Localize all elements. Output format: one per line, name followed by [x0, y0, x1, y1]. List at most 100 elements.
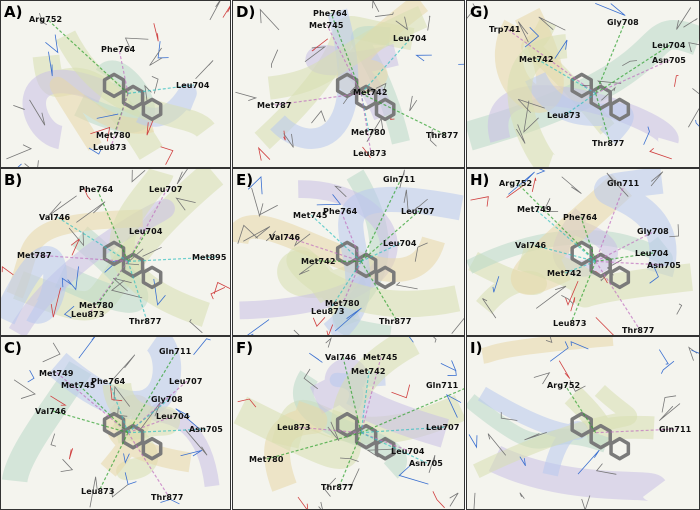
residue-label: Gln711 — [607, 179, 640, 188]
residue-stick — [157, 41, 169, 59]
residue-label: Leu707 — [149, 185, 183, 194]
residue-stick — [558, 360, 571, 379]
protein-ribbon — [239, 180, 398, 320]
interaction-line — [361, 91, 372, 94]
residue-stick — [561, 176, 582, 194]
residue-stick — [661, 395, 677, 413]
residue-label: Leu704 — [652, 41, 686, 50]
residue-label: Arg752 — [547, 381, 581, 390]
residue-stick — [318, 501, 323, 509]
interaction-line — [127, 432, 170, 498]
residue-label: Gly708 — [151, 395, 183, 404]
ligand-ring — [589, 252, 612, 279]
residue-stick — [297, 496, 309, 509]
residue-stick — [649, 147, 672, 160]
residue-stick — [340, 457, 359, 462]
ligand-ring — [121, 423, 145, 450]
residue-stick — [688, 108, 699, 128]
residue-label: Phe764 — [313, 9, 348, 18]
residue-stick — [39, 12, 47, 26]
residue-stick — [184, 429, 208, 456]
interaction-line — [96, 188, 129, 262]
residue-stick — [48, 195, 77, 217]
residue-label: Asn705 — [647, 261, 681, 270]
residue-stick — [88, 147, 102, 155]
residue-label: Thr877 — [321, 483, 354, 492]
residue-label: Leu704 — [129, 227, 163, 236]
panel-label: D) — [236, 3, 256, 21]
residue-label: Met745 — [293, 211, 328, 220]
residue-stick — [523, 100, 539, 134]
residue-stick — [258, 205, 278, 216]
ligand-ring — [102, 72, 126, 99]
residue-stick — [193, 338, 211, 356]
docking-view-a — [6, 1, 230, 167]
residue-stick — [141, 401, 162, 429]
residue-stick — [517, 21, 529, 43]
residue-stick — [50, 433, 57, 447]
residue-label: Leu873 — [81, 487, 115, 496]
residue-stick — [650, 171, 664, 187]
ligand-ring — [354, 423, 378, 450]
residue-stick — [395, 16, 409, 31]
residue-stick — [414, 242, 428, 262]
interaction-line — [127, 188, 168, 262]
residue-stick — [538, 16, 566, 31]
residue-stick — [68, 227, 85, 247]
residue-stick — [113, 385, 131, 407]
docking-view-e — [233, 169, 464, 335]
interaction-line — [286, 236, 362, 262]
residue-stick — [399, 169, 405, 189]
residue-label: Met749 — [517, 205, 552, 214]
residue-label: Val746 — [35, 407, 67, 416]
residue-label: Phe764 — [79, 185, 114, 194]
interaction-line — [506, 28, 597, 94]
residue-stick — [569, 380, 586, 392]
residue-stick — [403, 189, 409, 214]
residue-label: Leu704 — [176, 81, 210, 90]
residue-stick — [326, 324, 334, 335]
residue-stick — [311, 110, 326, 124]
residue-stick — [153, 23, 159, 42]
interaction-line — [360, 432, 428, 464]
interaction-line — [127, 415, 175, 434]
residue-stick — [531, 177, 537, 192]
residue-label: Leu704 — [156, 412, 190, 421]
residue-stick — [649, 266, 659, 284]
ligand-ring — [335, 72, 359, 99]
interaction-line — [534, 208, 597, 262]
residue-stick — [676, 303, 683, 315]
interaction-line — [595, 21, 626, 94]
interaction-line — [330, 12, 362, 94]
residue-stick — [1, 265, 14, 276]
residue-stick — [247, 319, 270, 335]
residue-label: Phe764 — [91, 377, 126, 386]
protein-ribbon — [49, 76, 155, 151]
ligand-ring — [141, 436, 163, 461]
residue-stick — [311, 38, 329, 52]
ligand-ring — [141, 265, 163, 290]
residue-label: Gln711 — [426, 381, 459, 390]
residue-stick — [432, 491, 445, 509]
interaction-line — [342, 356, 362, 433]
residue-stick — [235, 91, 258, 101]
residue-stick — [674, 75, 679, 87]
residue-stick — [110, 280, 143, 299]
docking-view-i — [467, 337, 699, 509]
protein-ribbon — [525, 71, 634, 145]
residue-stick — [89, 476, 98, 508]
residue-stick — [124, 472, 137, 485]
residue-stick — [375, 12, 394, 17]
residue-stick — [565, 280, 579, 306]
protein-ribbon — [233, 215, 445, 282]
protein-ribbon — [109, 169, 210, 327]
residue-stick — [108, 354, 136, 385]
residue-label: Met745 — [363, 353, 398, 362]
residue-stick — [316, 194, 342, 206]
interaction-line — [532, 244, 596, 262]
